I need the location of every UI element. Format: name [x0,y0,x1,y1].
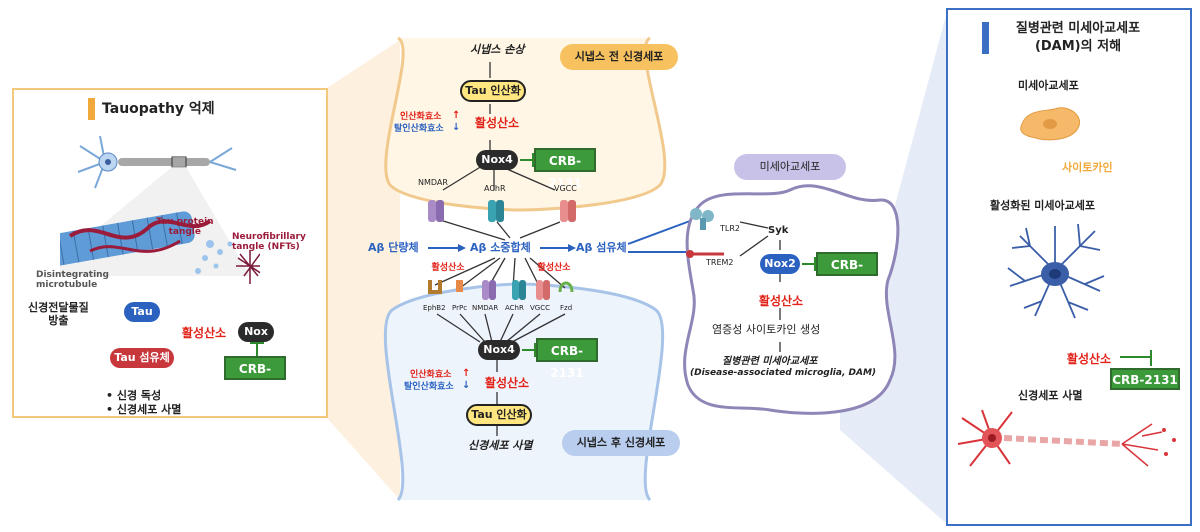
microglia-inhibit-line [802,263,814,265]
right-panel-title: 질병관련 미세아교세포 (DAM)의 저해 [1015,21,1141,54]
post-receptor-ephb2: EphB2 [423,304,446,312]
tau-protein-tangle-label: Tau protein tangle [156,217,214,238]
post-receptor-icons [428,280,574,300]
dam-label-1: 질병관련 미세아교세포 [722,356,818,367]
activated-microglia-label: 활성화된 미세아교세포 [990,199,1096,212]
post-ros-label: 활성산소 [468,366,546,399]
abeta-monomer-label: Aβ 단량체 [368,241,419,254]
postsynaptic-pill: 시냅스 후 신경세포 [562,430,680,456]
presynaptic-pill: 시냅스 전 신경세포 [560,44,678,70]
left-ros-label: 활성산소 [160,316,248,349]
post-phosphatase-down: ↓ [462,380,471,391]
right-crb-2131: CRB-2131 [1110,368,1180,390]
left-title-bar [88,98,95,120]
activated-microglia-icon [1007,223,1105,319]
synapse-damage-label: 시냅스 손상 [470,43,525,56]
fibril-ros-label: 활성산소 [522,252,586,281]
right-inhibit-bar [1150,350,1152,366]
dam-label-2: (Disease-associated microglia, DAM) [690,368,877,378]
pre-phosphatase-label: 탈인산화효소 [394,124,444,134]
post-receptor-nmdar: NMDAR [472,304,499,312]
pre-receptor-achr: AChR [484,184,506,193]
nft-label: Neurofibrillary tangle (NFTs) [232,232,306,253]
post-phosphatase-label: 탈인산화효소 [404,382,454,392]
tlr2-label: TLR2 [720,224,740,233]
outcome-neurotoxicity: • 신경 독성 [106,389,162,402]
pre-phosphatase-down: ↓ [452,122,461,133]
pre-crb-2131: CRB-2131 [534,148,596,190]
syk-label: Syk [768,225,789,236]
post-crb-2131: CRB-2131 [536,338,598,380]
abeta-fibril-label: Aβ 섬유체 [576,241,627,254]
right-title-bar [982,22,989,54]
inflammatory-cytokine-label: 염증성 사이토카인 생성 [712,323,821,336]
center-neuron-death-label: 신경세포 사멸 [468,439,533,452]
left-panel-title: Tauopathy 억제 [102,101,215,117]
resting-microglia-icon [1020,107,1080,141]
right-cytokine-label: 사이토카인 [1062,161,1113,174]
post-inhibit-bar [534,343,536,357]
microglia-inhibit-bar [814,257,816,271]
post-nox4-pill: Nox4 [478,340,520,360]
dying-neuron-icon [957,409,1176,467]
microglia-ros-label: 활성산소 [742,284,820,317]
pre-receptor-vgcc: VGCC [554,184,577,193]
microtubule-label: Disintegrating microtubule [36,270,110,291]
post-receptor-achr: AChR [505,304,524,312]
neurotransmitter-release-label: 신경전달물질 방출 [28,301,89,327]
pre-kinase-label: 인산화효소 [400,112,442,122]
pre-inhibit-line [520,159,532,161]
post-receptor-vgcc: VGCC [530,304,550,312]
left-nox-pill: Nox [238,322,274,342]
pre-kinase-up: ↑ [452,110,461,121]
post-kinase-up: ↑ [462,368,471,379]
pre-inhibit-bar [532,153,534,167]
post-receptor-prpc: PrPc [452,304,468,312]
pre-receptor-nmdar: NMDAR [418,178,448,187]
right-inhibit-line [1120,356,1150,358]
left-inhibit-bar [250,342,264,344]
tau-fibril-pill: Tau 섬유체 [110,348,174,368]
microglia-receptors [686,208,724,258]
post-inhibit-line [522,349,534,351]
pre-nox4-pill: Nox4 [476,150,518,170]
post-kinase-label: 인산화효소 [410,370,452,380]
pre-tau-phosphorylation: Tau 인산화 [460,80,526,102]
pre-ros-label: 활성산소 [458,106,536,139]
post-receptor-fzd: Fzd [560,304,573,312]
left-zoom-funnel [327,40,400,500]
neuron-microtubule-illustration [60,135,260,284]
microglia-pill: 미세아교세포 [734,154,846,180]
left-inhibit-line [256,342,258,356]
tau-pill: Tau [124,302,160,322]
microglia-crb-2131: CRB-2131 [816,252,878,294]
trem2-label: TREM2 [706,258,734,267]
pre-receptor-icons [428,200,576,222]
abeta-oligomer-label: Aβ 소중합체 [470,241,531,254]
outcome-neuron-death: • 신경세포 사멸 [106,403,182,416]
right-ros-label: 활성산소 [1050,342,1128,375]
monomer-ros-label: 활성산소 [416,252,480,281]
right-microglia-label: 미세아교세포 [1018,79,1079,92]
left-crb-2131: CRB-2131 [224,356,286,398]
nox2-pill: Nox2 [760,254,800,274]
post-tau-phosphorylation: Tau 인산화 [466,404,532,426]
right-neuron-death-label: 신경세포 사멸 [1018,389,1083,402]
